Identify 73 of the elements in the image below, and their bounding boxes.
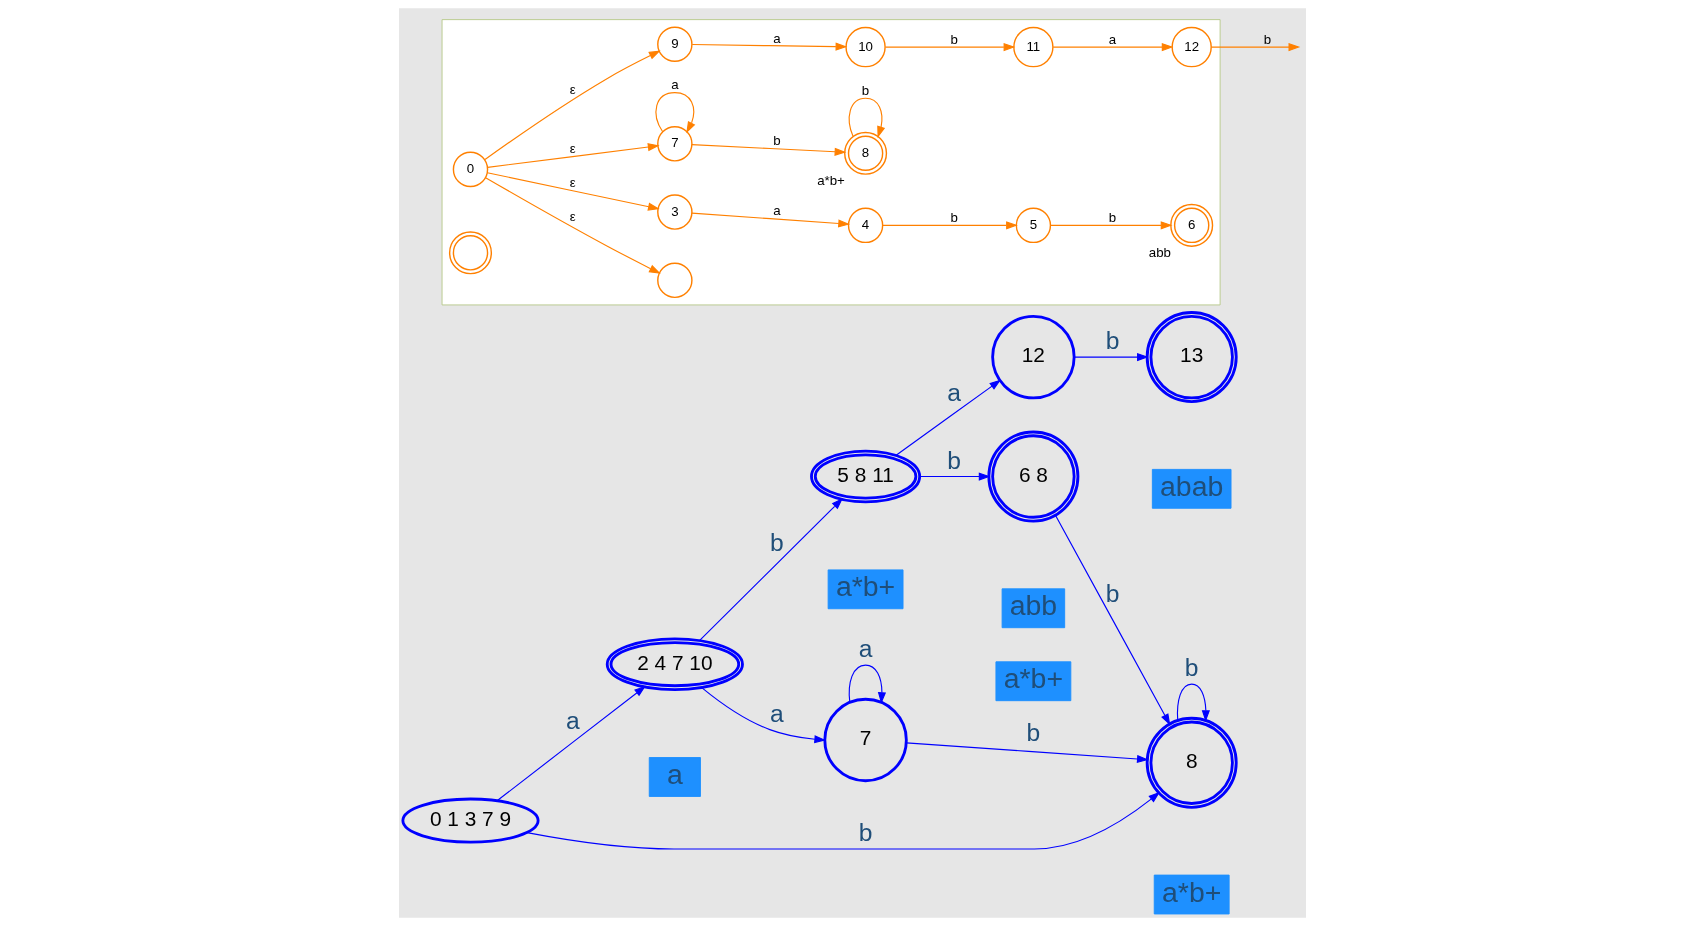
edge-label: a	[947, 379, 962, 407]
edge-label: b	[1263, 31, 1272, 47]
arrow	[691, 212, 851, 228]
node-label: a*b+	[1162, 875, 1222, 908]
edge-label: ε	[569, 174, 576, 190]
arrow	[882, 221, 1018, 230]
node-label: a	[666, 758, 683, 791]
node-circle	[657, 262, 693, 299]
edge-label: a	[858, 635, 873, 663]
edge-label: a	[565, 707, 580, 735]
arrow	[484, 50, 661, 161]
node-circle: 10	[845, 26, 886, 68]
edge-label: b	[1184, 654, 1199, 682]
edge-label: a	[1108, 31, 1117, 47]
arrow	[885, 43, 1016, 52]
arrow	[848, 97, 886, 139]
edge-label: b	[947, 446, 962, 474]
node-circle: 9	[657, 26, 693, 63]
node-circle: 5	[1015, 207, 1052, 244]
arrow	[1176, 683, 1210, 722]
arrow	[655, 92, 696, 134]
node-circle: 0	[452, 151, 489, 188]
edge-label: b	[1108, 209, 1117, 225]
edge-label: b	[950, 209, 958, 225]
arrow	[895, 379, 1002, 456]
edge-label: ε	[569, 81, 576, 97]
node-circle: 11	[1013, 26, 1054, 68]
arrow	[701, 687, 827, 744]
arrow	[1210, 43, 1301, 52]
node-label: abb	[1148, 244, 1171, 260]
arrow	[486, 172, 660, 211]
arrow	[487, 143, 660, 168]
edge-label: ε	[569, 140, 576, 156]
cluster	[441, 19, 1221, 306]
arrow	[496, 685, 646, 802]
node-circle: 3	[657, 194, 693, 230]
arrow	[919, 472, 991, 481]
arrow	[905, 742, 1149, 764]
edge-label: ε	[569, 208, 576, 224]
edge-label: b	[950, 31, 958, 47]
arrow	[1055, 514, 1171, 726]
edge-label: b	[1105, 327, 1120, 355]
edge-label: b	[1105, 580, 1120, 608]
edge-label: b	[770, 529, 784, 557]
edge-label: b	[1026, 718, 1041, 746]
node-circle: 7	[823, 697, 908, 783]
node-circle: 7	[657, 126, 693, 162]
edge-label: a	[773, 30, 781, 46]
arrow	[485, 177, 661, 274]
edge-label: b	[858, 819, 873, 847]
arrow	[691, 144, 847, 156]
edge-label: b	[861, 82, 870, 98]
node-label: abb	[1009, 589, 1058, 622]
edge-label: a	[671, 77, 679, 93]
node-label: a*b+	[817, 172, 845, 188]
node-circle: 6 8	[987, 430, 1080, 523]
edge-label: a	[773, 203, 781, 219]
node-circle: 4	[847, 207, 884, 244]
node-label: abab	[1160, 469, 1224, 502]
arrow	[1049, 221, 1173, 230]
edge-label: a	[770, 699, 784, 727]
arrow	[691, 42, 848, 51]
arrow	[699, 498, 843, 641]
node-circle: 12	[1171, 26, 1212, 68]
node-label: a*b+	[835, 570, 896, 603]
arrow	[848, 664, 887, 704]
node-ellipse: 0 1 3 7 9	[401, 797, 540, 844]
arrow	[1052, 43, 1174, 52]
arrow	[526, 791, 1161, 850]
edge-label: b	[773, 132, 781, 148]
node-label: a*b+	[1003, 662, 1064, 695]
arrow	[1073, 352, 1149, 362]
node-circle	[448, 231, 493, 275]
